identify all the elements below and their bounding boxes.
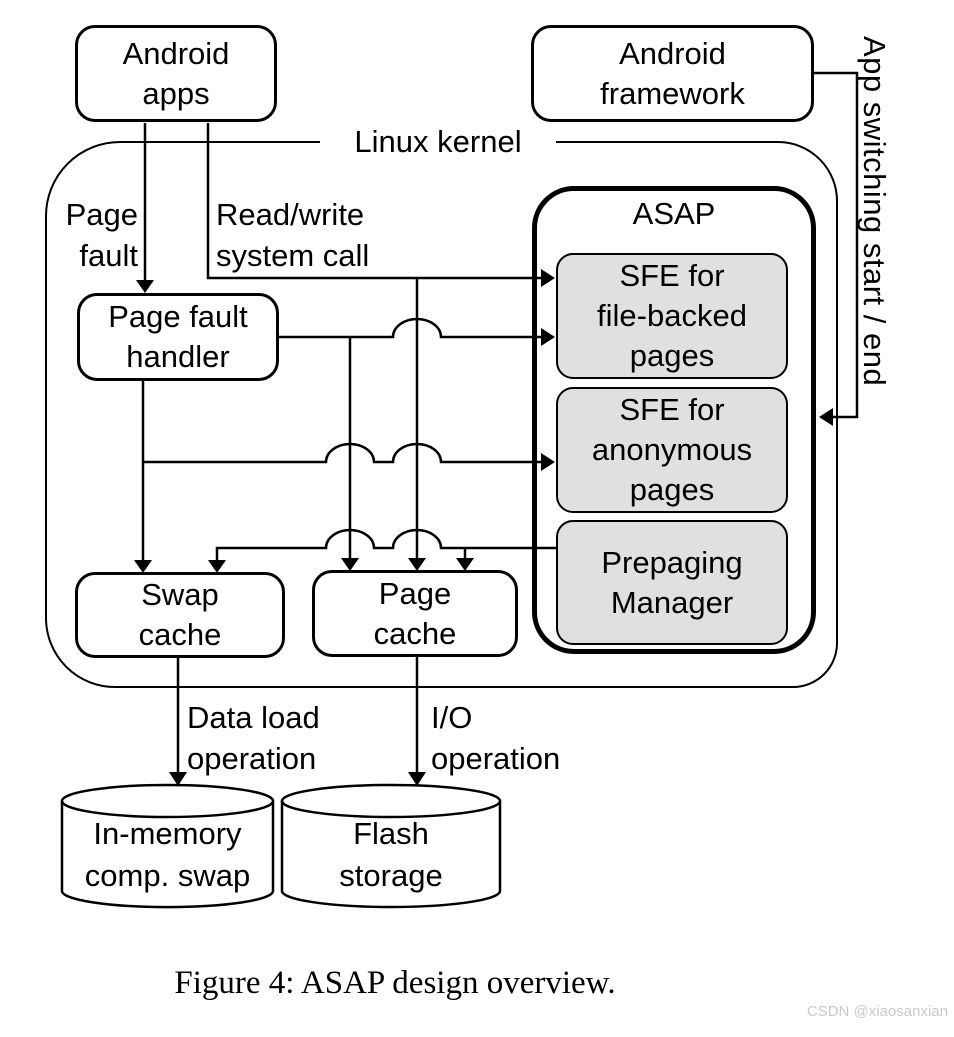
edge-prepaging-to-page (456, 548, 474, 571)
edge-pfh-to-sfe-anon (143, 442, 555, 471)
edge-label-app-switching: App switching start / end (857, 36, 892, 387)
edge-read-write-syscall (206, 123, 555, 287)
asap-container (532, 186, 816, 654)
node-sfe-anonymous-label: SFE for anonymous pages (591, 392, 753, 507)
edge-prepaging-to-swap (208, 528, 557, 573)
edge-label-page-fault: Page fault (65, 197, 138, 273)
edge-app-switching (814, 71, 859, 426)
node-page-cache: Page cache (312, 570, 518, 657)
node-page-cache-label: Page cache (373, 575, 457, 651)
edge-label-read-write-syscall: Read/write system call (216, 197, 370, 273)
asap-title: ASAP (632, 196, 716, 231)
node-android-apps-label: Android apps (122, 35, 230, 111)
edge-label-io-operation: I/O operation (431, 700, 561, 776)
node-sfe-anonymous: SFE for anonymous pages (556, 387, 788, 513)
node-flash-storage-label: Flash storage (339, 816, 443, 893)
watermark: CSDN @xiaosanxian (806, 1003, 948, 1020)
node-page-fault-handler: Page fault handler (77, 293, 279, 381)
edge-branch-page-cache-2 (408, 278, 426, 571)
cylinder-flash (280, 783, 502, 909)
node-swap-cache-label: Swap cache (138, 577, 222, 652)
node-android-framework-label: Android framework (600, 35, 745, 111)
node-sfe-file-backed-label: SFE for file-backed pages (597, 258, 747, 373)
figure-caption: Figure 4: ASAP design overview. (174, 965, 616, 1001)
edge-pfh-to-swap-cache (134, 381, 152, 573)
node-android-apps: Android apps (75, 25, 277, 122)
edge-data-load (169, 658, 187, 786)
edge-page-fault (136, 123, 154, 293)
edge-label-data-load: Data load operation (187, 700, 320, 776)
edge-io (408, 657, 426, 786)
node-swap-cache: Swap cache (75, 572, 285, 658)
node-prepaging-manager-label: Prepaging Manager (601, 544, 743, 620)
node-prepaging-manager: Prepaging Manager (556, 520, 788, 645)
node-sfe-file-backed: SFE for file-backed pages (556, 253, 788, 379)
node-page-fault-handler-label: Page fault handler (108, 299, 248, 374)
node-android-framework: Android framework (531, 25, 814, 122)
node-in-memory-comp-swap-label: In-memory comp. swap (84, 816, 251, 893)
edge-branch-page-cache-1 (341, 337, 359, 571)
cylinder-in-memory (60, 783, 275, 909)
linux-kernel-title: Linux kernel (320, 122, 556, 162)
